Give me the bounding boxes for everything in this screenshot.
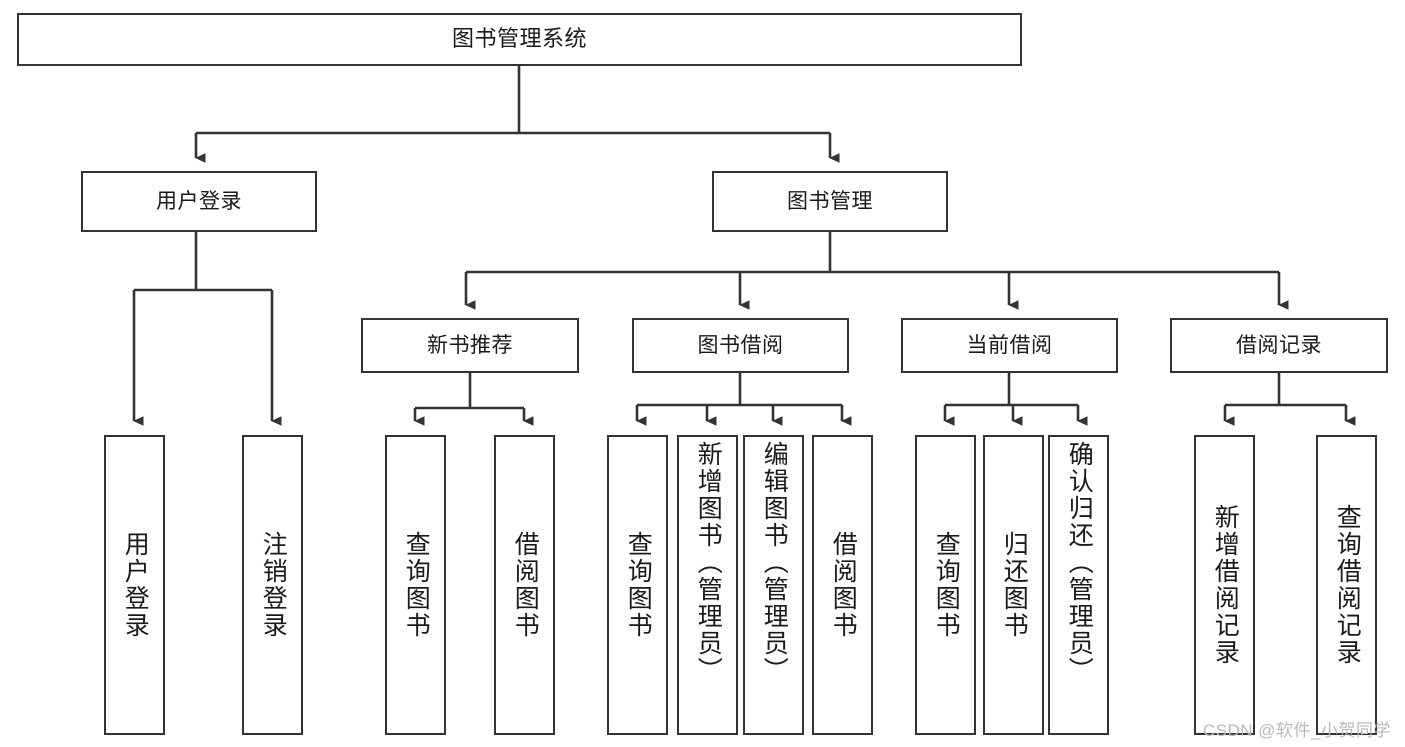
- leaf-add-borrow-record[interactable]: 新增借阅记录: [1194, 435, 1255, 735]
- node-book-management[interactable]: 图书管理: [712, 171, 948, 232]
- leaf-borrow-book[interactable]: 借阅图书: [812, 435, 873, 735]
- leaf-edit-book-admin[interactable]: 编辑图书（管理员）: [743, 435, 804, 735]
- leaf-label: 注销登录: [259, 531, 288, 639]
- leaf-label: 查询图书: [402, 531, 431, 639]
- node-book-borrow[interactable]: 图书借阅: [632, 318, 849, 373]
- leaf-label: 编辑图书（管理员）: [760, 441, 789, 684]
- leaf-label: 归还图书: [1000, 531, 1029, 639]
- leaf-borrow-book-recommend[interactable]: 借阅图书: [494, 435, 555, 735]
- node-label: 图书借阅: [697, 333, 784, 357]
- leaf-query-borrow-record[interactable]: 查询借阅记录: [1316, 435, 1377, 735]
- node-label: 新书推荐: [427, 333, 513, 357]
- leaf-query-book-recommend[interactable]: 查询图书: [385, 435, 446, 735]
- leaf-confirm-return-admin[interactable]: 确认归还（管理员）: [1048, 435, 1109, 735]
- leaf-label: 查询图书: [624, 531, 653, 639]
- leaf-label: 借阅图书: [829, 531, 858, 639]
- node-user-login[interactable]: 用户登录: [81, 171, 317, 232]
- leaf-query-book-borrow[interactable]: 查询图书: [607, 435, 668, 735]
- leaf-label: 用户登录: [121, 531, 150, 639]
- leaf-label: 查询借阅记录: [1333, 504, 1362, 666]
- leaf-user-login[interactable]: 用户登录: [104, 435, 165, 735]
- node-label: 用户登录: [156, 189, 242, 213]
- csdn-watermark: CSDN @软件_小贺同学: [1202, 721, 1391, 740]
- node-borrow-records[interactable]: 借阅记录: [1170, 318, 1388, 373]
- leaf-label: 查询图书: [932, 531, 961, 639]
- node-book-management-system[interactable]: 图书管理系统: [17, 13, 1022, 66]
- leaf-logout[interactable]: 注销登录: [242, 435, 303, 735]
- leaf-label: 新增借阅记录: [1211, 504, 1240, 666]
- leaf-return-book[interactable]: 归还图书: [983, 435, 1044, 735]
- node-label: 当前借阅: [966, 333, 1053, 357]
- leaf-label: 借阅图书: [511, 531, 540, 639]
- leaf-query-book-current[interactable]: 查询图书: [915, 435, 976, 735]
- node-label: 借阅记录: [1236, 333, 1322, 357]
- leaf-add-book-admin[interactable]: 新增图书（管理员）: [677, 435, 738, 735]
- node-new-book-recommend[interactable]: 新书推荐: [361, 318, 579, 373]
- node-label: 图书管理系统: [451, 26, 587, 52]
- node-label: 图书管理: [787, 189, 873, 213]
- leaf-label: 新增图书（管理员）: [694, 441, 723, 684]
- node-current-borrow[interactable]: 当前借阅: [901, 318, 1118, 373]
- leaf-label: 确认归还（管理员）: [1065, 441, 1094, 684]
